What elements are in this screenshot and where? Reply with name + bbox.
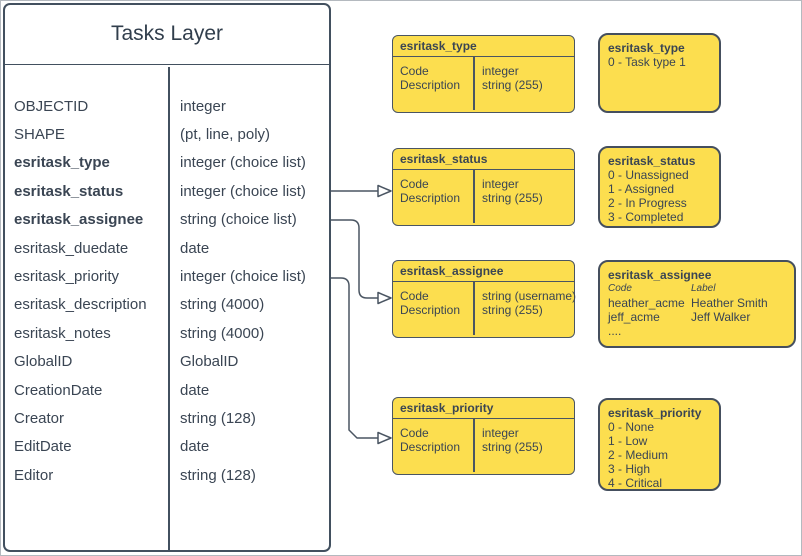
column-header-code: Code [608,283,632,294]
field-row-esritask-description: esritask_description string (4000) [5,291,329,319]
tasks-layer-title: Tasks Layer [5,5,329,65]
field-row-shape: SHAPE (pt, line, poly) [5,120,329,148]
field-type: string (4000) [180,324,265,342]
domain-value: 0 - Unassigned [608,168,689,182]
field-name: esritask_assignee [14,211,144,229]
lookup-field-names: Code Description [400,64,461,92]
lookup-table-esritask-type: esritask_type Code Description integer s… [392,35,575,113]
field-name: esritask_description [14,296,147,314]
field-name: CreationDate [14,381,103,399]
domain-code: heather_acme [608,296,685,310]
field-row-esritask-status: esritask_status integer (choice list) [5,177,329,205]
field-type: integer (choice list) [180,268,306,286]
domain-label: Jeff Walker [691,310,751,324]
cell-divider [473,57,475,110]
field-name: esritask_notes [14,324,111,342]
column-divider [168,67,170,550]
field-type: date [180,381,210,399]
lookup-table-esritask-status: esritask_status Code Description integer… [392,148,575,226]
cell-divider [473,170,475,223]
field-row-esritask-notes: esritask_notes string (4000) [5,319,329,347]
domain-box-esritask-assignee: esritask_assignee Code Label heather_acm… [598,260,796,348]
arrowhead-icon [377,291,392,305]
field-row-creationdate: CreationDate date [5,376,329,404]
field-name: EditDate [14,438,72,456]
field-row-esritask-assignee: esritask_assignee string (choice list) [5,206,329,234]
field-name: Editor [14,466,54,484]
arrowhead-icon [377,431,392,445]
connector-esritask-priority [331,277,378,439]
domain-value: 3 - High [608,462,651,476]
domain-value: 1 - Low [608,434,648,448]
domain-box-title: esritask_priority [608,406,702,420]
field-row-globalid: GlobalID GlobalID [5,348,329,376]
tasks-layer-field-list: OBJECTID integer SHAPE (pt, line, poly) es… [5,92,329,489]
field-row-editor: Editor string (128) [5,461,329,489]
domain-box-esritask-status: esritask_status 0 - Unassigned 1 - Assig… [598,146,721,228]
field-row-esritask-priority: esritask_priority integer (choice list) [5,262,329,290]
domain-box-title: esritask_type [608,41,685,55]
domain-value: 2 - In Progress [608,196,687,210]
field-name: GlobalID [14,353,73,371]
lookup-table-title: esritask_assignee [393,261,574,282]
domain-box-title: esritask_status [608,154,696,168]
field-name: esritask_status [14,182,124,200]
domain-box-title: esritask_assignee [608,268,712,282]
lookup-table-esritask-priority: esritask_priority Code Description integ… [392,397,575,475]
field-name: esritask_type [14,154,110,172]
arrowhead-icon [377,184,392,198]
field-type: date [180,438,210,456]
domain-value: 3 - Completed [608,210,684,224]
domain-box-esritask-type: esritask_type 0 - Task type 1 [598,33,721,113]
field-type: string (128) [180,466,256,484]
field-type: integer [180,97,226,115]
lookup-field-types: string (username) string (255) [482,289,577,317]
lookup-field-names: Code Description [400,177,461,205]
lookup-field-names: Code Description [400,289,461,317]
field-type: string (choice list) [180,211,297,229]
cell-divider [473,282,475,335]
domain-label: Heather Smith [691,296,768,310]
field-type: integer (choice list) [180,154,306,172]
field-row-objectid: OBJECTID integer [5,92,329,120]
tasks-layer-table: Tasks Layer OBJECTID integer SHAPE (pt, li… [3,3,331,552]
field-type: GlobalID [180,353,239,371]
field-row-editdate: EditDate date [5,433,329,461]
field-type: (pt, line, poly) [180,126,271,144]
field-row-creator: Creator string (128) [5,404,329,432]
field-name: esritask_priority [14,268,120,286]
lookup-table-title: esritask_status [393,149,574,170]
field-type: string (128) [180,409,256,427]
domain-value-table: Code Label heather_acme Heather Smith je… [608,282,786,324]
domain-box-esritask-priority: esritask_priority 0 - None 1 - Low 2 - M… [598,398,721,491]
lookup-field-types: integer string (255) [482,177,543,205]
domain-value: 1 - Assigned [608,182,675,196]
field-row-esritask-type: esritask_type integer (choice list) [5,149,329,177]
lookup-table-esritask-assignee: esritask_assignee Code Description strin… [392,260,577,338]
lookup-field-names: Code Description [400,426,461,454]
lookup-table-title: esritask_type [393,36,574,57]
lookup-field-types: integer string (255) [482,64,543,92]
field-name: SHAPE [14,126,65,144]
domain-code: jeff_acme [608,310,660,324]
column-header-label: Label [691,283,716,294]
field-type: date [180,239,210,257]
field-type: integer (choice list) [180,182,306,200]
connector-esritask-assignee [331,219,378,299]
domain-value: 0 - None [608,420,655,434]
field-type: string (4000) [180,296,265,314]
field-name: OBJECTID [14,97,89,115]
field-name: esritask_duedate [14,239,129,257]
lookup-field-types: integer string (255) [482,426,543,454]
domain-value: 2 - Medium [608,448,669,462]
cell-divider [473,419,475,472]
domain-ellipsis: .... [608,324,622,338]
domain-value: 4 - Critical [608,476,663,490]
domain-value: 0 - Task type 1 [608,55,686,69]
lookup-table-title: esritask_priority [393,398,574,419]
field-name: Creator [14,409,65,427]
field-row-esritask-duedate: esritask_duedate date [5,234,329,262]
